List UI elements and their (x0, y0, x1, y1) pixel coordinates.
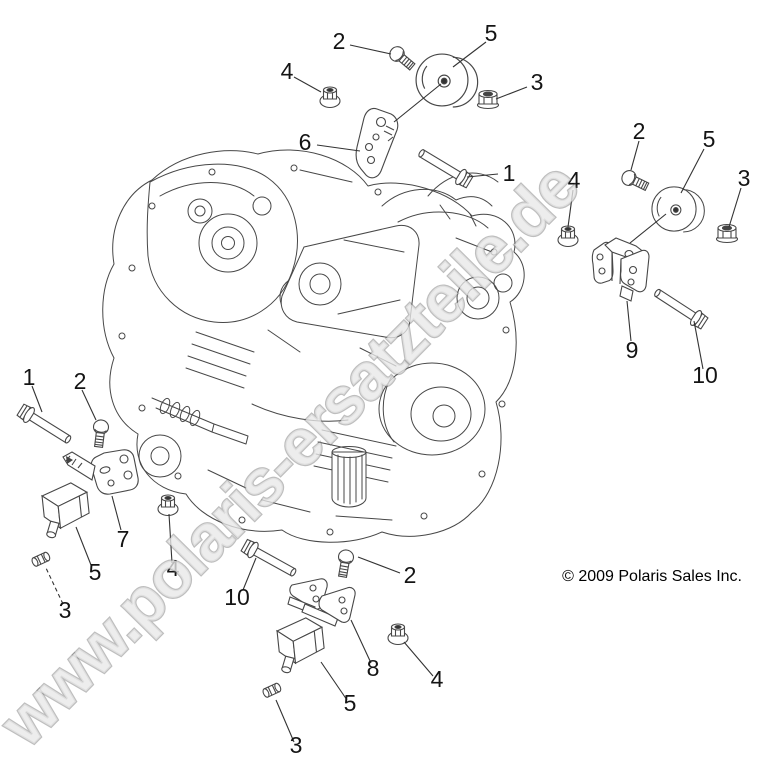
engine-illustration (102, 149, 525, 543)
part-flange-bolt-left (15, 401, 75, 449)
part-bracket-7 (62, 449, 139, 495)
callout-bottom-4: 4 (431, 666, 444, 692)
part-stud-bottom (261, 681, 283, 699)
callout-right-4: 4 (568, 167, 581, 193)
callout-left-1: 1 (23, 364, 36, 390)
part-bracket-6 (355, 107, 399, 179)
part-bracket-8 (287, 578, 356, 627)
callout-top-5: 5 (485, 20, 498, 46)
part-hexnut-top (476, 89, 500, 110)
callout-top-6: 6 (299, 129, 312, 155)
part-flangenut-left (157, 494, 179, 517)
part-flangenut-right (557, 225, 579, 248)
part-screw-top (386, 43, 418, 74)
callout-right-5: 5 (703, 126, 716, 152)
part-mount-round-top (415, 53, 479, 108)
callout-left-5: 5 (89, 559, 102, 585)
callout-left-7: 7 (117, 526, 130, 552)
callout-bottom-3: 3 (290, 732, 303, 758)
callout-top-4: 4 (281, 58, 294, 84)
leader-lines (31, 41, 742, 743)
callout-left-4: 4 (167, 555, 180, 581)
callout-right-3: 3 (738, 165, 751, 191)
part-mount-block-bottom (275, 615, 327, 675)
callout-left-3: 3 (59, 597, 72, 623)
copyright-text: © 2009 Polaris Sales Inc. (562, 568, 742, 585)
part-mount-block-left (40, 480, 92, 540)
part-stud-left (30, 550, 52, 568)
parts-layer (15, 43, 739, 699)
callout-right-2: 2 (633, 118, 646, 144)
callout-bottom-2: 2 (404, 562, 417, 588)
part-bracket-9 (591, 237, 650, 302)
part-mount-round-right (651, 186, 705, 233)
callout-bottom-8: 8 (367, 655, 380, 681)
callout-top-1: 1 (503, 160, 516, 186)
callout-labels: 2 5 4 3 6 1 2 5 4 3 9 10 1 2 7 5 3 4 10 … (23, 20, 751, 758)
part-screw-left (90, 418, 110, 449)
part-flangenut-top (319, 86, 341, 109)
part-hexnut-right (715, 223, 739, 244)
part-flange-bolt-right (650, 284, 710, 332)
callout-left-2: 2 (74, 368, 87, 394)
callout-bottom-10: 10 (224, 584, 250, 610)
part-flangenut-bottom (387, 623, 409, 646)
part-screw-bottom (334, 548, 356, 579)
callout-right-10: 10 (692, 362, 718, 388)
callout-bottom-5: 5 (344, 690, 357, 716)
callout-top-3: 3 (531, 69, 544, 95)
part-screw-right (618, 167, 651, 195)
callout-right-9: 9 (626, 337, 639, 363)
part-flange-bolt-top (414, 144, 475, 190)
callout-top-2: 2 (333, 28, 346, 54)
